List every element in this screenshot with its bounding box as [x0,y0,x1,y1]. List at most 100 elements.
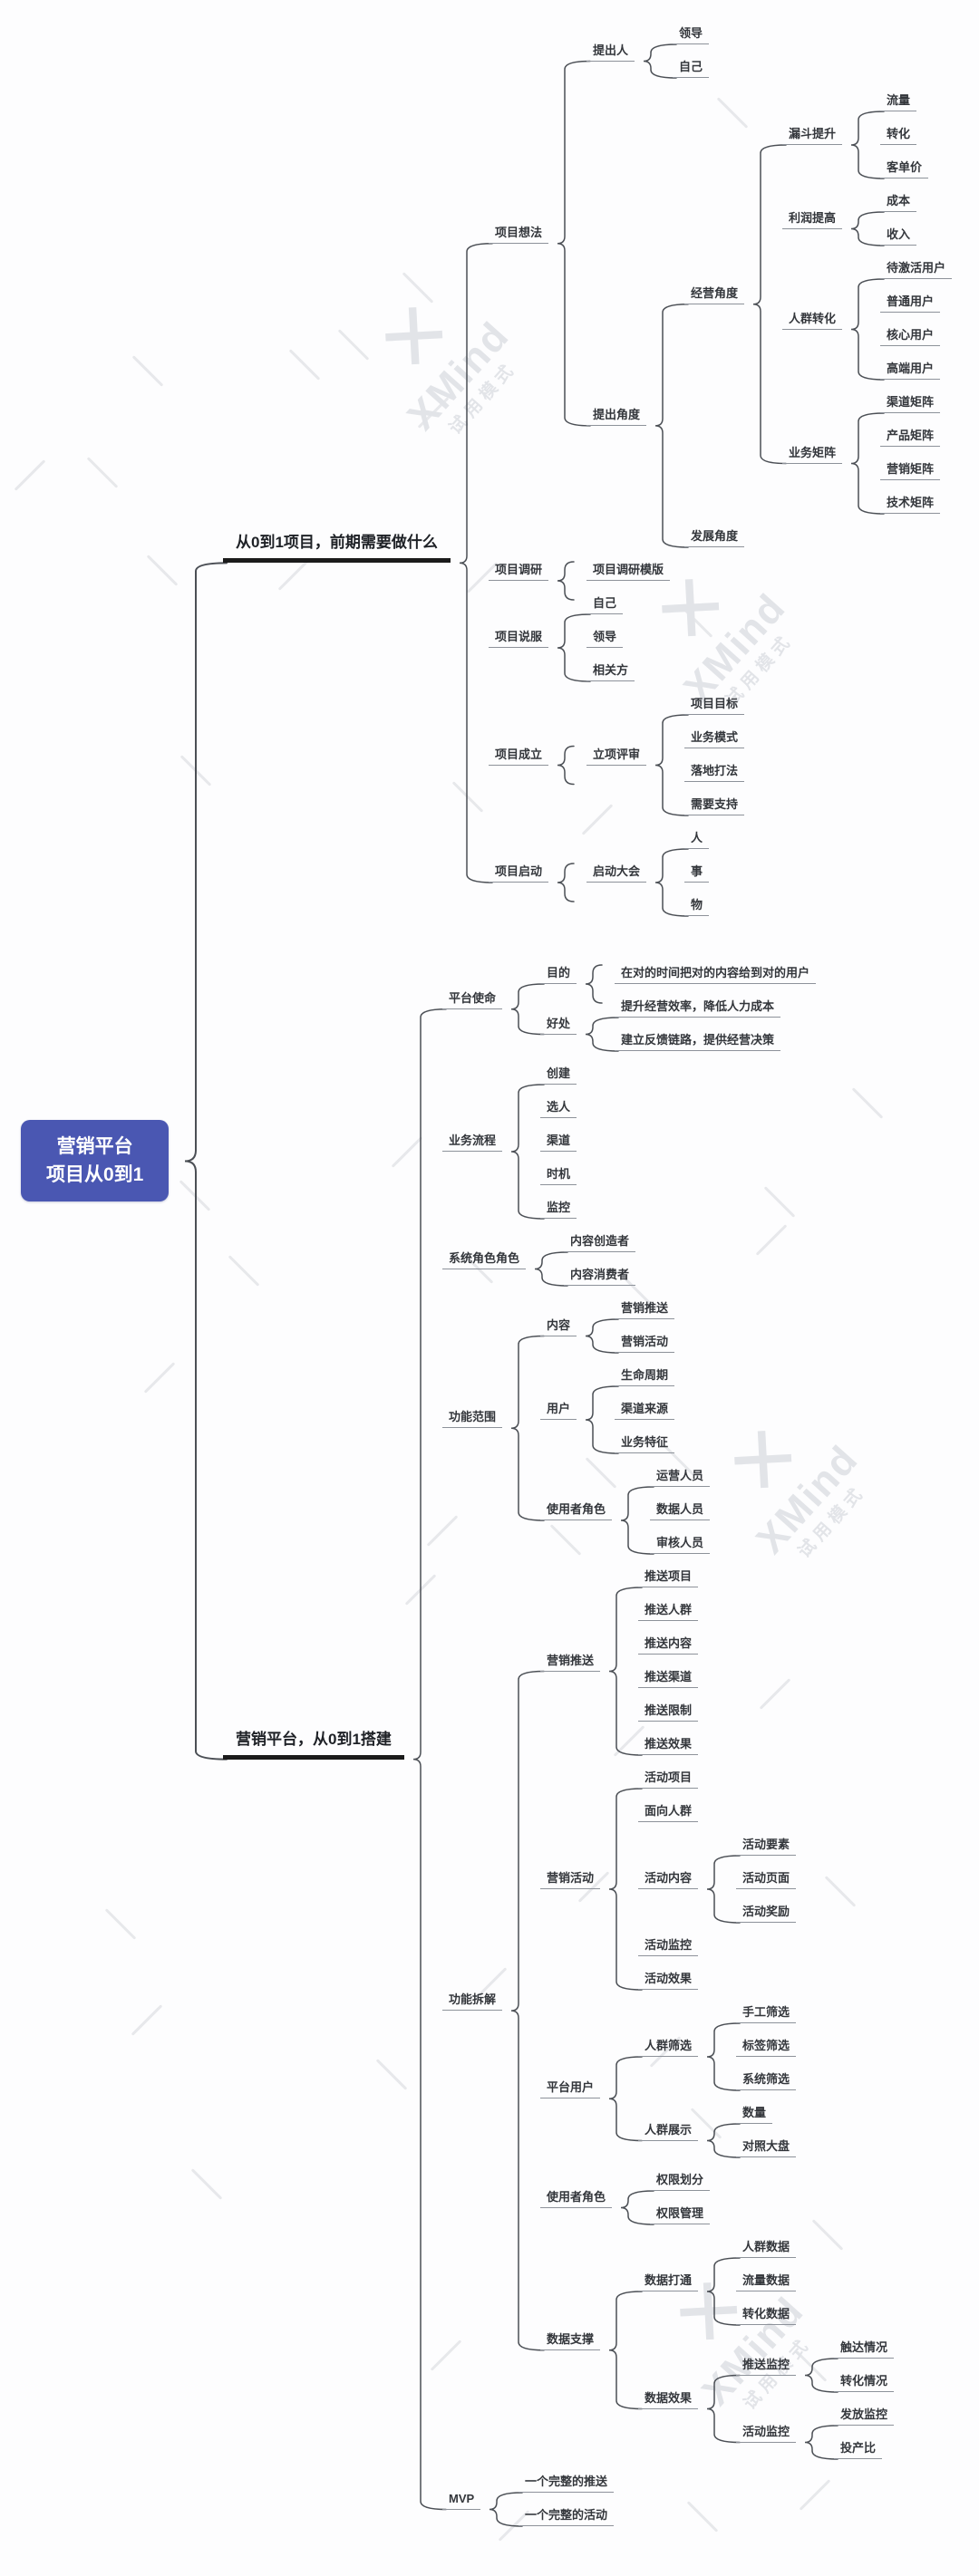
sub-topic[interactable]: 推送渠道 [638,1667,699,1688]
sub-topic[interactable]: 提出角度 [586,405,647,426]
sub-topic[interactable]: 项目调研 [489,560,549,581]
sub-topic[interactable]: 事 [684,862,710,883]
sub-topic[interactable]: 一个完整的活动 [519,2505,615,2526]
sub-topic[interactable]: 时机 [540,1164,577,1185]
sub-topic[interactable]: 权限管理 [650,2204,711,2224]
sub-topic[interactable]: 生命周期 [615,1365,675,1386]
sub-topic[interactable]: 标签筛选 [736,2036,797,2057]
sub-topic[interactable]: 好处 [540,1014,577,1035]
sub-topic[interactable]: 投产比 [834,2438,883,2459]
sub-topic[interactable]: 立项评审 [586,745,647,766]
sub-topic[interactable]: 营销活动 [615,1332,675,1353]
sub-topic[interactable]: 活动监控 [736,2422,797,2443]
sub-topic[interactable]: 营销推送 [540,1651,601,1672]
sub-topic[interactable]: 启动大会 [586,862,647,883]
sub-topic[interactable]: 系统角色角色 [442,1249,527,1269]
sub-topic[interactable]: 运营人员 [650,1466,711,1487]
sub-topic[interactable]: 推送项目 [638,1567,699,1587]
sub-topic[interactable]: 落地打法 [684,761,745,782]
sub-topic[interactable]: 待激活用户 [880,258,953,279]
sub-topic[interactable]: 触达情况 [834,2338,895,2359]
sub-topic[interactable]: 手工筛选 [736,2002,797,2023]
sub-topic[interactable]: 业务模式 [684,728,745,748]
sub-topic[interactable]: 监控 [540,1198,577,1219]
sub-topic[interactable]: 数据效果 [638,2388,699,2409]
sub-topic[interactable]: 功能拆解 [442,1990,503,2012]
sub-topic[interactable]: 项目目标 [684,694,745,715]
sub-topic[interactable]: 转化情况 [834,2371,895,2392]
sub-topic[interactable]: 渠道来源 [615,1399,675,1420]
sub-topic[interactable]: 漏斗提升 [782,124,843,145]
sub-topic[interactable]: 使用者角色 [540,1500,613,1520]
sub-topic[interactable]: 项目想法 [489,223,549,244]
sub-topic[interactable]: 利润提高 [782,208,843,229]
sub-topic[interactable]: 数据支撑 [540,2330,601,2350]
sub-topic[interactable]: 平台用户 [540,2078,601,2099]
sub-topic[interactable]: 产品矩阵 [880,426,941,447]
sub-topic[interactable]: 面向人群 [638,1801,699,1822]
sub-topic[interactable]: 项目启动 [489,862,549,883]
sub-topic[interactable]: 项目成立 [489,745,549,766]
sub-topic[interactable]: 项目调研模版 [586,560,671,581]
sub-topic[interactable]: 系统筛选 [736,2069,797,2090]
sub-topic[interactable]: 数量 [736,2103,773,2124]
sub-topic[interactable]: 自己 [586,593,624,614]
sub-topic[interactable]: 发展角度 [684,526,745,547]
sub-topic[interactable]: 收入 [880,225,917,246]
sub-topic[interactable]: 在对的时间把对的内容给到对的用户 [615,963,817,984]
sub-topic[interactable]: 数据人员 [650,1500,711,1520]
sub-topic[interactable]: 高端用户 [880,359,941,380]
sub-topic[interactable]: 活动效果 [638,1969,699,1990]
sub-topic[interactable]: 人群筛选 [638,2036,699,2057]
sub-topic[interactable]: 一个完整的推送 [519,2472,615,2493]
sub-topic[interactable]: 核心用户 [880,325,941,346]
sub-topic[interactable]: 项目说服 [489,627,549,648]
sub-topic[interactable]: 活动奖励 [736,1902,797,1923]
sub-topic[interactable]: 人群转化 [782,309,843,330]
sub-topic[interactable]: 转化数据 [736,2304,797,2325]
sub-topic[interactable]: 业务特征 [615,1433,675,1453]
sub-topic[interactable]: 活动监控 [638,1935,699,1956]
sub-topic[interactable]: 客单价 [880,158,929,178]
sub-topic[interactable]: 流量数据 [736,2271,797,2291]
sub-topic[interactable]: 人 [684,828,710,849]
sub-topic[interactable]: 渠道矩阵 [880,392,941,413]
root-topic[interactable]: 营销平台项目从0到1 [21,1120,170,1202]
sub-topic[interactable]: 营销推送 [615,1298,675,1319]
sub-topic[interactable]: 提出人 [586,41,635,62]
sub-topic[interactable]: 经营角度 [684,284,745,304]
sub-topic[interactable]: 营销矩阵 [880,459,941,480]
main-topic[interactable]: 从0到1项目，前期需要做什么 [223,533,451,564]
sub-topic[interactable]: 内容创造者 [564,1231,636,1252]
sub-topic[interactable]: 审核人员 [650,1533,711,1554]
sub-topic[interactable]: 内容 [540,1316,577,1336]
sub-topic[interactable]: 领导 [673,24,710,44]
sub-topic[interactable]: MVP [442,2489,481,2510]
sub-topic[interactable]: 选人 [540,1097,577,1118]
sub-topic[interactable]: 业务流程 [442,1131,503,1152]
sub-topic[interactable]: 需要支持 [684,795,745,815]
sub-topic[interactable]: 流量 [880,91,917,111]
sub-topic[interactable]: 推送人群 [638,1600,699,1621]
sub-topic[interactable]: 物 [684,895,710,916]
sub-topic[interactable]: 内容消费者 [564,1265,636,1286]
sub-topic[interactable]: 平台使命 [442,989,503,1009]
sub-topic[interactable]: 活动要素 [736,1835,797,1856]
sub-topic[interactable]: 渠道 [540,1131,577,1152]
sub-topic[interactable]: 功能范围 [442,1407,503,1429]
main-topic[interactable]: 营销平台，从0到1搭建 [223,1730,404,1760]
sub-topic[interactable]: 推送内容 [638,1634,699,1655]
sub-topic[interactable]: 推送限制 [638,1701,699,1722]
sub-topic[interactable]: 用户 [540,1399,577,1420]
sub-topic[interactable]: 营销活动 [540,1868,601,1889]
sub-topic[interactable]: 目的 [540,963,577,984]
sub-topic[interactable]: 自己 [673,57,710,78]
sub-topic[interactable]: 普通用户 [880,292,941,313]
sub-topic[interactable]: 转化 [880,124,917,145]
sub-topic[interactable]: 人群数据 [736,2237,797,2258]
sub-topic[interactable]: 推送效果 [638,1734,699,1755]
sub-topic[interactable]: 提升经营效率，降低人力成本 [615,997,781,1018]
sub-topic[interactable]: 建立反馈链路，提供经营决策 [615,1030,781,1051]
sub-topic[interactable]: 对照大盘 [736,2137,797,2157]
sub-topic[interactable]: 数据打通 [638,2271,699,2291]
